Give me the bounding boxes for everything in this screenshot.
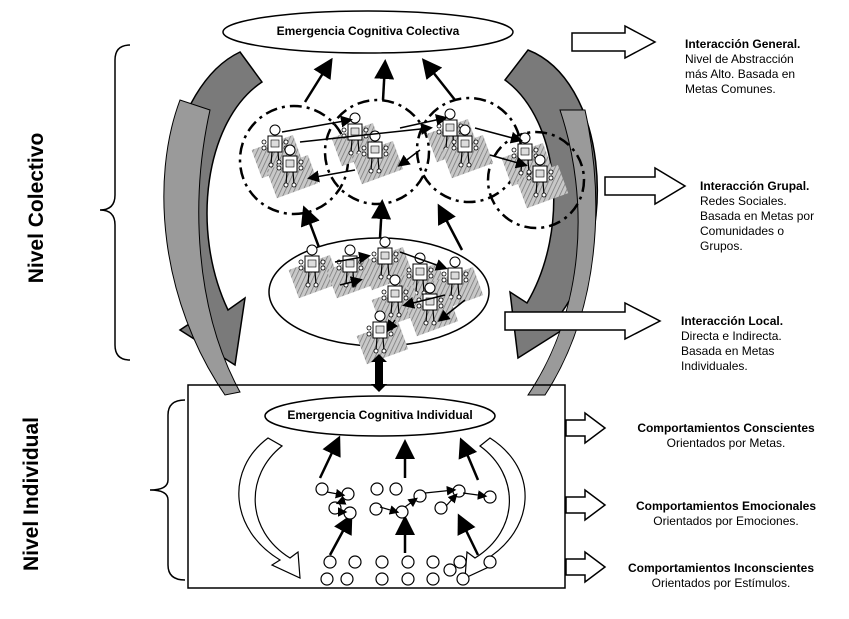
behavior-inconscientes: Comportamientos Inconscientes Orientados… — [627, 561, 815, 590]
interaction-local: Interacción Local. Directa e Indirecta. … — [681, 314, 784, 373]
curved-arrow-left-lower — [163, 99, 241, 396]
arrows-to-collective — [303, 57, 456, 103]
arrow-general — [571, 24, 657, 60]
group-interaction-arrows — [281, 114, 528, 183]
behavior-conscientes: Comportamientos Conscientes Orientados p… — [637, 421, 815, 450]
brace-individual — [149, 399, 186, 581]
individual-box — [187, 384, 566, 589]
ellipse-collective-emergence — [222, 10, 514, 54]
curved-white-arrow-right — [464, 437, 526, 579]
brace-collective — [99, 44, 131, 361]
curved-white-arrow-left — [238, 437, 301, 579]
arrow-inconscientes — [565, 550, 607, 584]
arrow-conscientes — [565, 411, 607, 445]
label-nivel-individual: Nivel Individual — [20, 416, 43, 572]
arrow-emocionales — [565, 488, 607, 522]
interaction-arrows-right — [504, 24, 687, 341]
interaction-grupal: Interacción Grupal. Redes Sociales. Basa… — [700, 179, 815, 253]
connector-double-arrow — [371, 354, 387, 392]
local-interaction-arrows — [334, 251, 466, 333]
behavior-arrows-right — [565, 411, 607, 584]
robots-groups — [250, 108, 569, 209]
arrows-to-groups — [300, 199, 464, 251]
label-nivel-colectivo: Nivel Colectivo — [25, 132, 48, 284]
behavior-emocionales: Comportamientos Emocionales Orientados p… — [635, 499, 817, 528]
neuron-links — [326, 485, 488, 517]
title-collective-emergence: Emergencia Cognitiva Colectiva — [276, 24, 460, 38]
title-individual-emergence: Emergencia Cognitiva Individual — [287, 408, 473, 422]
arrows-to-individual — [318, 435, 480, 556]
arrow-local — [504, 301, 662, 341]
ellipse-individual-emergence — [264, 395, 496, 437]
interaction-general: Interacción General. Nivel de Abstracció… — [685, 37, 801, 96]
arrow-grupal — [604, 166, 687, 206]
